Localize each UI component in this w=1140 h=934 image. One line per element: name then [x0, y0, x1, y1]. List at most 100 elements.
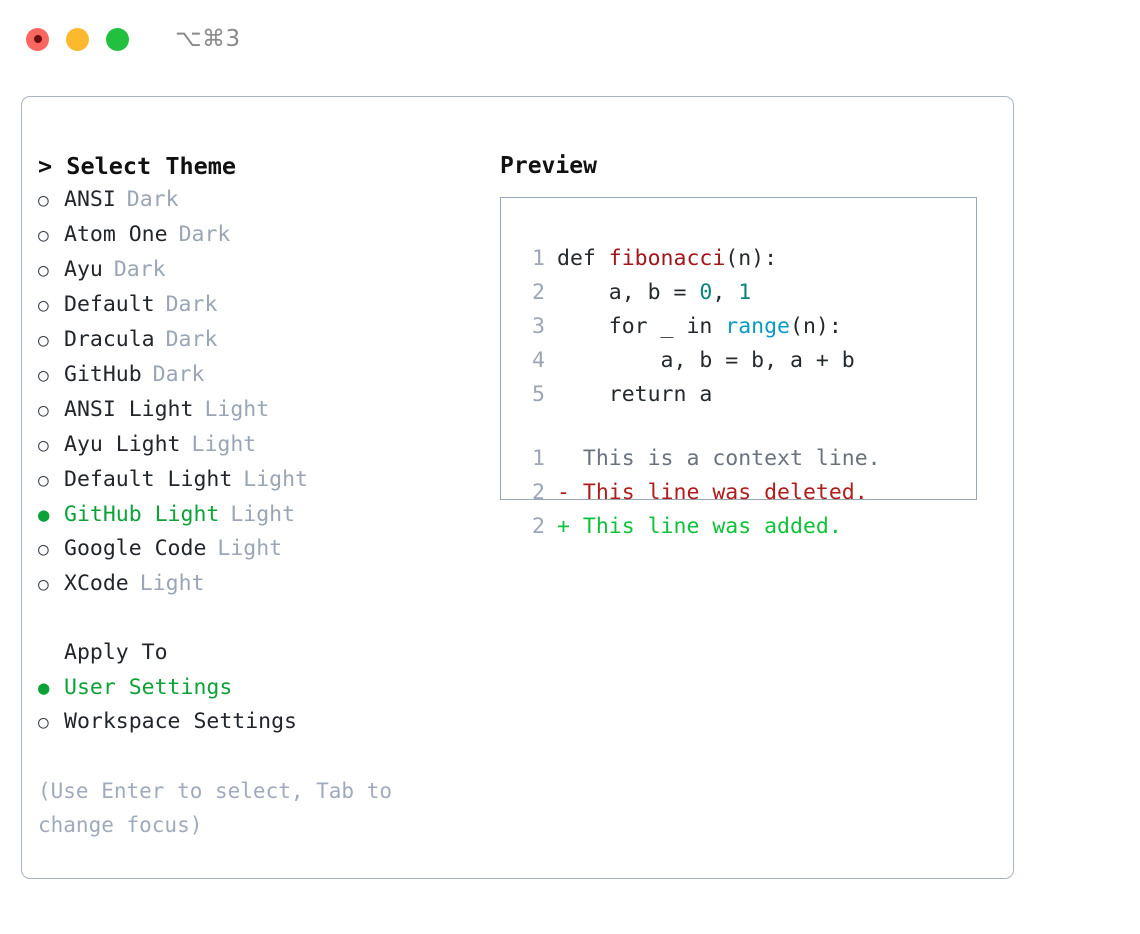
theme-option-ayu-dark[interactable]: ○ Ayu Dark — [38, 253, 478, 288]
line-number: 2 — [532, 480, 545, 505]
theme-option-variant: Light — [204, 397, 270, 422]
theme-option-google-code-light[interactable]: ○ Google Code Light — [38, 532, 478, 567]
code-content: a, b = 0, 1 — [557, 276, 751, 310]
radio-icon: ○ — [38, 574, 49, 595]
theme-option-label: Dracula — [64, 327, 155, 352]
theme-option-ayu-light[interactable]: ○ Ayu Light Light — [38, 428, 478, 463]
theme-option-default-light[interactable]: ○ Default Light Light — [38, 463, 478, 498]
radio-icon: ○ — [38, 190, 49, 211]
zoom-button-icon[interactable] — [106, 27, 129, 51]
line-number: 5 — [532, 382, 545, 407]
radio-icon: ○ — [38, 400, 49, 421]
apply-to-option-workspace-settings[interactable]: ○ Workspace Settings — [38, 705, 478, 740]
code-token: a, b = — [557, 280, 700, 305]
theme-option-label: Google Code — [64, 536, 207, 561]
radio-icon: ○ — [38, 435, 49, 456]
diff-content: This is a context line. — [557, 446, 881, 471]
spacer-icon: ○ — [38, 637, 64, 671]
code-token-number: 0 — [699, 280, 713, 305]
theme-option-variant: Light — [230, 502, 296, 527]
theme-picker-column: > Select Theme ○ ANSI Dark ○ Atom One Da… — [38, 149, 478, 842]
theme-option-label: Ayu — [64, 257, 103, 282]
theme-option-label: Ayu Light — [64, 432, 181, 457]
theme-option-ansi-dark[interactable]: ○ ANSI Dark — [38, 183, 478, 218]
preview-column: Preview 1 def fibonacci(n): 2 a, b = 0, … — [500, 149, 1000, 539]
code-content: for _ in range(n): — [557, 310, 842, 344]
theme-option-atom-one-dark[interactable]: ○ Atom One Dark — [38, 218, 478, 253]
theme-option-default-dark[interactable]: ○ Default Dark — [38, 288, 478, 323]
list-spacer — [38, 602, 478, 636]
theme-option-variant: Light — [139, 571, 205, 596]
diff-line-deleted: 2 - This line was deleted. — [519, 476, 976, 510]
preview-separator — [519, 412, 976, 442]
theme-option-label: Default — [64, 292, 155, 317]
code-content: a, b = b, a + b — [557, 348, 855, 373]
theme-option-label: GitHub — [64, 362, 142, 387]
diff-content: - This line was deleted. — [557, 480, 868, 505]
theme-option-variant: Dark — [126, 187, 179, 212]
theme-option-label: Atom One — [64, 222, 168, 247]
code-token-number: 1 — [738, 280, 752, 305]
theme-option-variant: Dark — [152, 362, 205, 387]
line-number: 2 — [532, 280, 545, 305]
theme-option-variant: Dark — [178, 222, 231, 247]
theme-option-variant: Dark — [165, 327, 218, 352]
theme-option-dracula-dark[interactable]: ○ Dracula Dark — [38, 323, 478, 358]
code-token: for _ in — [557, 314, 726, 339]
close-button-icon[interactable] — [26, 27, 49, 51]
theme-option-variant: Light — [243, 467, 309, 492]
code-line: 3 for _ in range(n): — [519, 310, 976, 344]
theme-option-label: ANSI Light — [64, 397, 194, 422]
theme-option-variant: Dark — [165, 292, 218, 317]
radio-selected-icon: ● — [38, 677, 50, 699]
code-line: 1 def fibonacci(n): — [519, 242, 976, 276]
minimize-button-icon[interactable] — [66, 27, 89, 51]
radio-icon: ○ — [38, 295, 49, 316]
radio-icon: ○ — [38, 225, 49, 246]
window-controls — [26, 27, 129, 51]
apply-to-option-user-settings[interactable]: ● User Settings — [38, 671, 478, 705]
theme-option-xcode-light[interactable]: ○ XCode Light — [38, 567, 478, 602]
line-number: 1 — [532, 446, 545, 471]
diff-line-context: 1 This is a context line. — [519, 442, 976, 476]
theme-option-github-dark[interactable]: ○ GitHub Dark — [38, 358, 478, 393]
preview-heading: Preview — [500, 153, 597, 179]
code-token: , — [712, 280, 739, 305]
apply-to-option-label: Workspace Settings — [64, 709, 297, 734]
code-token: def — [557, 246, 609, 271]
code-content: def fibonacci(n): — [557, 242, 777, 276]
line-number: 4 — [532, 348, 545, 373]
theme-option-variant: Light — [217, 536, 283, 561]
apply-to-heading-row: ○ Apply To — [38, 636, 478, 671]
theme-option-label: GitHub Light — [64, 502, 220, 527]
theme-option-label: XCode — [64, 571, 129, 596]
select-theme-heading: > Select Theme — [38, 152, 237, 180]
theme-option-github-light[interactable]: ● GitHub Light Light — [38, 498, 478, 532]
keyboard-shortcut-label: ⌥⌘3 — [175, 26, 241, 52]
apply-to-heading: Apply To — [64, 640, 168, 665]
code-token: (n): — [725, 246, 778, 271]
title-bar: ⌥⌘3 — [0, 0, 1140, 78]
code-sample: 1 def fibonacci(n): 2 a, b = 0, 1 3 for … — [519, 242, 976, 412]
line-number: 3 — [532, 314, 545, 339]
radio-icon: ○ — [38, 365, 49, 386]
radio-icon: ○ — [38, 260, 49, 281]
diff-sample: 1 This is a context line. 2 - This line … — [519, 442, 976, 544]
radio-selected-icon: ● — [38, 504, 50, 526]
radio-icon: ○ — [38, 330, 49, 351]
apply-to-list: ● User Settings ○ Workspace Settings — [38, 671, 478, 740]
line-number: 1 — [532, 246, 545, 271]
code-token-builtin: range — [725, 314, 791, 339]
preview-panel: 1 def fibonacci(n): 2 a, b = 0, 1 3 for … — [500, 197, 977, 539]
diff-content: + This line was added. — [557, 514, 842, 539]
code-token: (n): — [790, 314, 842, 339]
code-line: 5 return a — [519, 378, 976, 412]
theme-option-ansi-light[interactable]: ○ ANSI Light Light — [38, 393, 478, 428]
main-panel: > Select Theme ○ ANSI Dark ○ Atom One Da… — [21, 96, 1014, 879]
diff-line-added: 2 + This line was added. — [519, 510, 976, 544]
apply-to-option-label: User Settings — [64, 675, 233, 700]
theme-option-label: Default Light — [64, 467, 233, 492]
code-line: 4 a, b = b, a + b — [519, 344, 976, 378]
theme-option-variant: Dark — [113, 257, 166, 282]
